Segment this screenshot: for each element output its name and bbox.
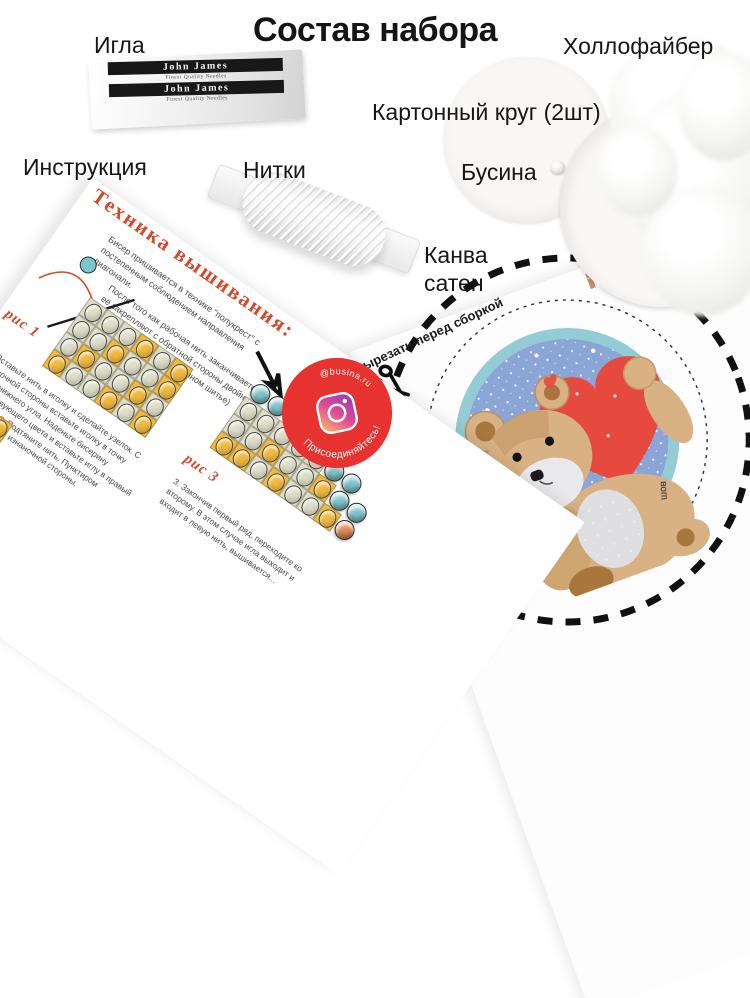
label-hollowfiber: Холлофайбер xyxy=(563,33,714,59)
hollowfiber-fluff xyxy=(598,36,750,316)
page-title: Состав набора xyxy=(253,11,498,49)
figure3-arrow xyxy=(255,350,284,400)
seam-note: шов xyxy=(657,480,670,501)
pearl-bead xyxy=(551,161,565,174)
label-bead: Бусина xyxy=(461,159,537,185)
label-instruction: Инструкция xyxy=(23,154,147,180)
label-canvas-line2: сатен xyxy=(424,270,484,296)
instruction-sheet: Техника вышивания: Бисер пришивается в т… xyxy=(0,178,585,875)
label-threads: Нитки xyxy=(243,157,306,183)
needle-packet: John James Finest Quality Needles John J… xyxy=(88,49,306,130)
label-needle: Игла xyxy=(94,32,145,58)
instagram-icon xyxy=(316,392,358,434)
label-cardboard-circle: Картонный круг (2шт) xyxy=(372,99,601,125)
label-canvas-line1: Канва xyxy=(424,242,488,268)
instagram-sticker: @busina.ru Присоединяйтесь! xyxy=(268,344,406,482)
label-canvas-satin: Канва сатен xyxy=(424,241,488,297)
